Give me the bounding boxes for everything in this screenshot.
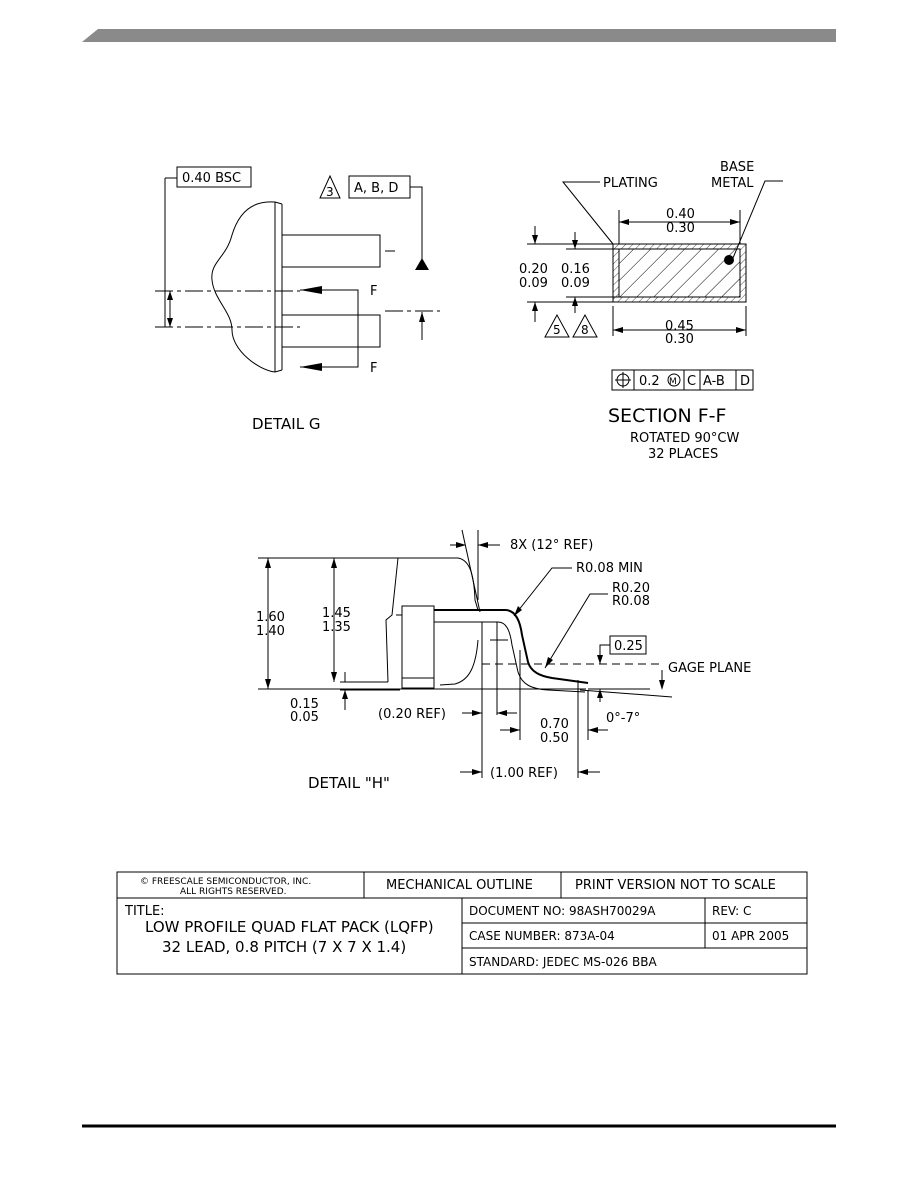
section-mark-top: F — [370, 284, 377, 299]
width-upper-max: 0.40 — [666, 207, 695, 222]
width-lower-max: 0.45 — [665, 319, 694, 334]
foot-min: 0.50 — [540, 731, 569, 746]
width-upper-min: 0.30 — [666, 221, 695, 236]
document-no: DOCUMENT NO: 98ASH70029A — [469, 904, 656, 918]
angle-range: 0°-7° — [606, 711, 640, 726]
date: 01 APR 2005 — [712, 929, 789, 943]
thick-inner-max: 0.16 — [561, 262, 590, 277]
mechanical-outline: MECHANICAL OUTLINE — [386, 878, 533, 893]
radius-min-label: R0.08 MIN — [576, 561, 643, 576]
radius-max: R0.20 — [612, 581, 650, 596]
header-bar — [82, 29, 836, 42]
tolerance-datum3: D — [740, 374, 750, 389]
print-version: PRINT VERSION NOT TO SCALE — [575, 878, 776, 893]
title-label: TITLE: — [124, 904, 165, 919]
standoff-max: 0.15 — [290, 697, 319, 712]
title-line2: 32 LEAD, 0.8 PITCH (7 X 7 X 1.4) — [162, 938, 406, 956]
section-ff-title: SECTION F-F — [608, 405, 726, 427]
note-b: 8 — [581, 323, 589, 337]
height-body-max: 1.45 — [322, 606, 351, 621]
plating-label: PLATING — [603, 176, 658, 191]
copyright-line2: ALL RIGHTS RESERVED. — [180, 887, 287, 897]
detail-h-title: DETAIL "H" — [308, 774, 390, 792]
copyright-line1: © FREESCALE SEMICONDUCTOR, INC. — [140, 877, 311, 887]
foot-max: 0.70 — [540, 717, 569, 732]
section-mark-bottom: F — [370, 361, 377, 376]
title-line1: LOW PROFILE QUAD FLAT PACK (LQFP) — [145, 918, 434, 936]
note-a: 5 — [553, 323, 561, 337]
height-total-max: 1.60 — [256, 610, 285, 625]
section-ff-subtitle-1: ROTATED 90°CW — [630, 431, 739, 446]
height-total-min: 1.40 — [256, 624, 285, 639]
detail-g-title: DETAIL G — [252, 415, 320, 433]
case-number: CASE NUMBER: 873A-04 — [469, 929, 615, 943]
base-metal-line2: METAL — [711, 176, 754, 191]
section-ff-subtitle-2: 32 PLACES — [648, 447, 718, 462]
gage-plane-label: GAGE PLANE — [668, 661, 751, 676]
section-ff — [527, 180, 783, 391]
angle-label: 8X (12° REF) — [510, 538, 593, 553]
width-lower-min: 0.30 — [665, 332, 694, 347]
pitch-label: 0.40 BSC — [182, 171, 241, 186]
datum-note-number: 3 — [326, 185, 334, 199]
thick-outer-max: 0.20 — [519, 262, 548, 277]
base-metal-line1: BASE — [720, 160, 754, 175]
height-body-min: 1.35 — [322, 620, 351, 635]
tolerance-value: 0.2 — [639, 374, 660, 389]
radius-min: R0.08 — [612, 594, 650, 609]
ref-100: (1.00 REF) — [490, 766, 558, 781]
gage-value: 0.25 — [614, 639, 643, 654]
detail-g — [155, 177, 440, 373]
tolerance-modifier: M — [669, 377, 677, 387]
ref-020: (0.20 REF) — [378, 707, 446, 722]
title-block — [116, 871, 808, 975]
datum-label: A, B, D — [354, 181, 398, 196]
standoff-min: 0.05 — [290, 710, 319, 725]
tolerance-datum1: C — [687, 374, 696, 389]
standard: STANDARD: JEDEC MS-026 BBA — [469, 955, 657, 969]
thick-outer-min: 0.09 — [519, 276, 548, 291]
detail-h — [258, 529, 673, 778]
rev: REV: C — [712, 904, 751, 918]
thick-inner-min: 0.09 — [561, 276, 590, 291]
tolerance-datum2: A-B — [703, 374, 725, 389]
